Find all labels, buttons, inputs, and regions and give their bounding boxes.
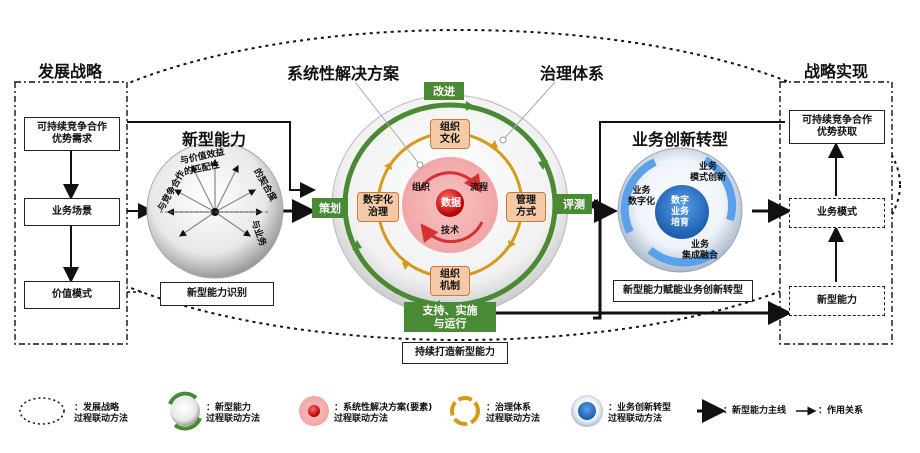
org-culture-box: 组织 文化 xyxy=(430,119,470,149)
biz-integration: 业务 集成融合 xyxy=(682,240,719,261)
left-box-demand: 可持续竞争合作 优势需求 xyxy=(24,117,120,151)
legend-mainline: ：新型能力主线 xyxy=(723,406,787,416)
business-title: 业务创新转型 xyxy=(632,130,729,149)
management-box: 管理 方式 xyxy=(506,192,546,222)
legend-relation: ：作用关系 xyxy=(818,406,864,416)
support-box: 支持、实施 与运行 xyxy=(404,302,496,332)
right-box-business-model: 业务模式 xyxy=(789,198,885,228)
digital-governance-box: 数字化 治理 xyxy=(357,192,399,222)
plan-box: 策划 xyxy=(312,198,348,218)
left-box-scenario: 业务场景 xyxy=(24,198,120,226)
business-caption: 新型能力赋能业务创新转型 xyxy=(613,280,753,302)
core-tech-label: 技术 xyxy=(441,226,460,236)
left-box-value: 价值模式 xyxy=(24,281,120,309)
right-box-advantage: 可持续竞争合作 优势获取 xyxy=(789,110,885,144)
capability-title: 新型能力 xyxy=(182,130,247,149)
biz-digital-cultivation: 数字 业务 培育 xyxy=(671,196,690,228)
right-title: 战略实现 xyxy=(804,62,869,81)
core-org-label: 组织 xyxy=(412,183,431,193)
solution-label: 系统性解决方案 xyxy=(287,64,400,83)
green-cycle-top xyxy=(342,102,558,206)
legend-governance: ：治理体系 过程联动方法 xyxy=(486,403,541,424)
capability-caption: 新型能力识别 xyxy=(160,282,274,306)
biz-digitalization: 业务 数字化 xyxy=(628,186,656,207)
governance-label: 治理体系 xyxy=(540,64,605,83)
legend-capability: ：新型能力 过程联动方法 xyxy=(206,403,261,424)
biz-model-innovation: 业务 模式创新 xyxy=(690,162,727,183)
business-core xyxy=(655,185,709,239)
legend-business: ：业务创新转型 过程联动方法 xyxy=(608,403,672,424)
legend-solution: ：系统性解决方案(要素) 过程联动方法 xyxy=(334,403,433,424)
core-data-label: 数据 xyxy=(441,198,461,209)
left-title: 发展战略 xyxy=(38,62,103,81)
improve-box: 改进 xyxy=(424,82,464,100)
org-mechanism-box: 组织 机制 xyxy=(430,266,470,296)
legend-graphics xyxy=(19,391,817,431)
right-box-capability: 新型能力 xyxy=(789,286,885,316)
data-ball xyxy=(436,189,464,217)
core-process-label: 流程 xyxy=(470,183,489,193)
evaluate-box: 评测 xyxy=(556,194,592,214)
center-caption: 持续打造新型能力 xyxy=(402,342,508,364)
legend-strategy: ：发展战略 过程联动方法 xyxy=(74,403,129,424)
